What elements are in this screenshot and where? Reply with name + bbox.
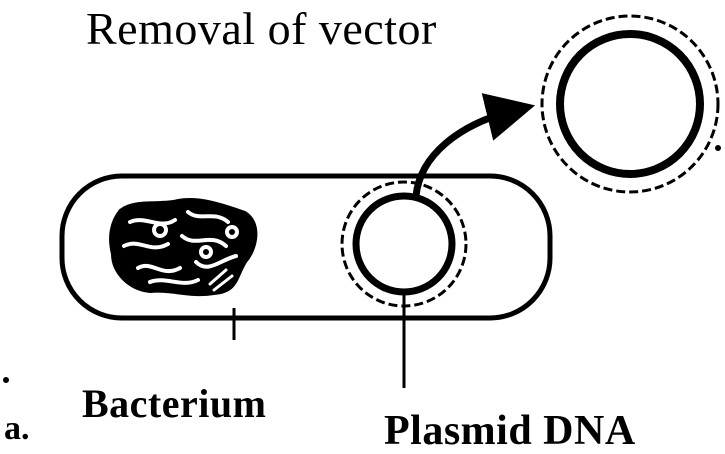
- chromosomal-dna: [110, 199, 256, 295]
- stray-dot: [3, 377, 9, 383]
- removed-plasmid: [542, 16, 718, 192]
- removal-arrow: [416, 110, 516, 196]
- panel-label: a.: [4, 412, 30, 446]
- bacterium-label: Bacterium: [82, 384, 266, 424]
- title: Removal of vector: [86, 6, 437, 52]
- edge-dot: [715, 145, 721, 151]
- plasmid-in-cell: [342, 182, 466, 306]
- plasmid-dna-label: Plasmid DNA: [384, 410, 636, 452]
